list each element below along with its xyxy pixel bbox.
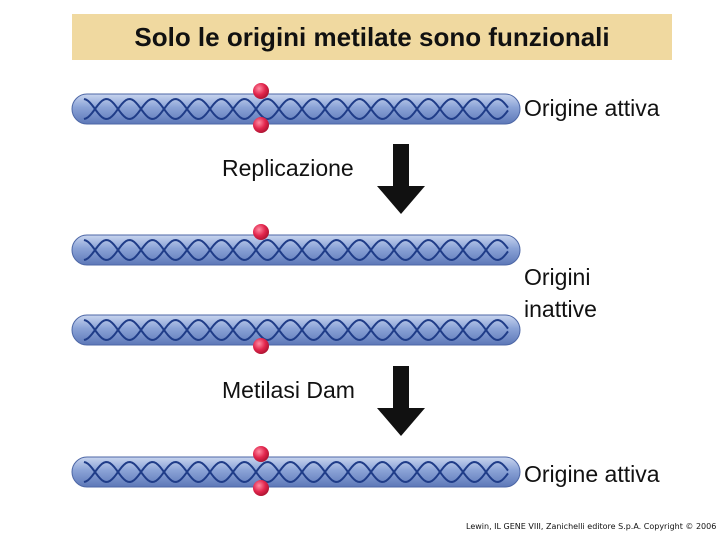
dna-strand (83, 318, 509, 342)
dna-cylinder (71, 93, 521, 125)
dna-molecule (71, 224, 521, 266)
dna-strand (83, 97, 509, 121)
dna-strand (83, 97, 509, 121)
diagram-title: Solo le origini metilate sono funzionali (134, 21, 610, 52)
methyl-mark-icon (253, 480, 269, 496)
dna-molecule (71, 83, 521, 133)
label-origin-active-top: Origine attiva (524, 95, 660, 121)
dna-cylinder (71, 314, 521, 346)
dna-strand (83, 318, 509, 342)
methyl-mark-icon (253, 446, 269, 462)
dna-cylinder (71, 234, 521, 266)
dna-strand (83, 460, 509, 484)
methyl-mark-icon (253, 83, 269, 99)
dna-strand (83, 238, 509, 262)
methyl-mark-icon (253, 338, 269, 354)
title-bar: Solo le origini metilate sono funzionali (72, 14, 672, 60)
down-arrow-icon (377, 366, 425, 436)
methyl-mark-icon (253, 117, 269, 133)
down-arrow-icon (377, 144, 425, 214)
copyright-credit: Lewin, IL GENE VIII, Zanichelli editore … (466, 522, 717, 531)
label-origins-inactive-line2: inattive (524, 296, 597, 322)
methyl-mark-icon (253, 224, 269, 240)
label-origins-inactive-line1: Origini (524, 264, 591, 290)
dna-strand (83, 238, 509, 262)
label-dam-methylase: Metilasi Dam (222, 377, 355, 403)
dna-strand (83, 460, 509, 484)
dna-cylinder (71, 456, 521, 488)
label-origin-active-bottom: Origine attiva (524, 461, 660, 487)
label-replication: Replicazione (222, 155, 354, 181)
dna-molecule (71, 314, 521, 354)
dna-molecule (71, 446, 521, 496)
